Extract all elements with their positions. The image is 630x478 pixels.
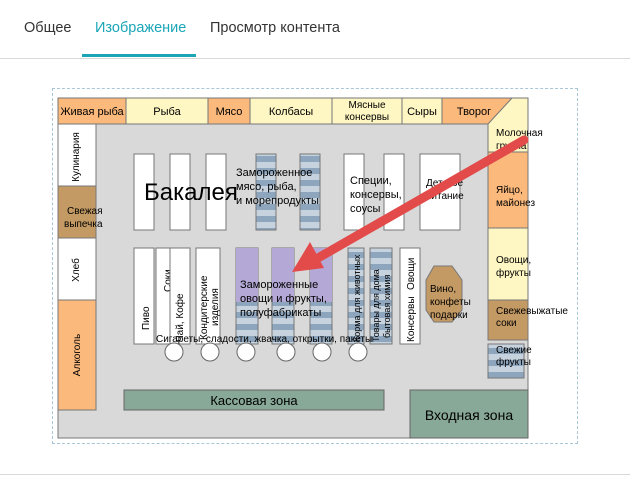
dept-canned-meat-line2: консервы — [345, 112, 389, 123]
dept-sausages: Колбасы — [269, 106, 313, 118]
dept-confectionery-line1: Кондитерские — [199, 275, 210, 340]
dept-grocery: Бакалея — [144, 179, 238, 206]
dept-confectionery-line2: изделия — [210, 288, 221, 326]
image-canvas — [52, 88, 578, 444]
dept-fish: Рыба — [153, 106, 181, 118]
dept-wine-line3: подарки — [430, 310, 468, 321]
dept-alcohol: Алкоголь — [72, 334, 83, 376]
dept-vegetables-line1: Овощи, — [496, 255, 531, 266]
pointer-arrow — [292, 135, 529, 272]
dept-canned-meat-line1: Мясные — [348, 100, 385, 111]
dept-cheese: Сыры — [407, 106, 437, 118]
dept-wine-line2: конфеты — [430, 296, 471, 308]
dept-juices: Соки — [163, 269, 174, 292]
left-column-departments: Кулинария Свежая выпечка Хлеб Алкоголь — [57, 123, 103, 411]
checkout-zone: Кассовая зона — [210, 393, 298, 408]
dept-fresh-fruit-line1: Свежие — [496, 345, 532, 356]
dept-live-fish: Живая рыба — [60, 106, 124, 118]
dept-frozen-meat-line2: мясо, рыба, — [236, 181, 297, 193]
dept-tea-coffee: Чай, Кофе — [174, 293, 186, 342]
dept-eggs-line2: майонез — [496, 198, 535, 209]
tab-image[interactable]: Изображение — [95, 20, 187, 36]
dept-deli: Кулинария — [71, 132, 82, 182]
dept-fresh-juice-line2: соки — [496, 318, 517, 329]
dept-beer: Пиво — [141, 306, 152, 330]
dept-spices-line1: Специи, — [350, 175, 392, 187]
dept-bakery-line2: выпечка — [64, 219, 103, 230]
dept-pet-food: Корма для животных — [352, 254, 362, 342]
tab-bar: Общее Изображение Просмотр контента — [0, 0, 630, 59]
tab-general[interactable]: Общее — [24, 20, 72, 36]
lower-shelves: Пиво Соки Чай, Кофе Кондитерские изделия… — [133, 247, 471, 345]
dept-frozen-veg-line1: Замороженные — [240, 279, 318, 291]
dept-cottage-cheese: Творог — [457, 106, 491, 118]
active-tab-indicator — [82, 54, 196, 57]
entrance-zone: Входная зона — [425, 407, 513, 423]
dept-frozen-meat-line1: Замороженное — [236, 167, 312, 179]
dept-vegetables-shelf: Овощи — [406, 258, 417, 290]
dept-frozen-veg-line3: полуфабрикаты — [240, 307, 321, 319]
tab-content-preview[interactable]: Просмотр контента — [210, 20, 340, 36]
dept-spices-line3: соусы — [350, 203, 380, 215]
bottom-divider — [0, 474, 630, 475]
dept-wine-line1: Вино, — [430, 284, 456, 295]
dept-household-line2: бытовая химия — [382, 275, 392, 338]
dept-frozen-veg-line2: овощи и фрукты, — [240, 293, 327, 305]
dept-eggs-line1: Яйцо, — [496, 185, 523, 196]
dept-bread: Хлеб — [70, 258, 82, 282]
dept-vegetables-line2: фрукты — [496, 267, 531, 279]
dept-bakery-line1: Свежая — [67, 206, 103, 217]
dept-baby-food-line2: питание — [426, 191, 464, 202]
dept-meat: Мясо — [216, 106, 243, 118]
top-row-departments: Живая рыба Рыба Мясо Колбасы Мясные конс… — [57, 97, 514, 125]
dept-household-line1: Товары для дома — [371, 269, 381, 342]
dept-spices-line2: консервы, — [350, 189, 402, 201]
checkout-area: Сигареты, сладости, жвачка, открытки, па… — [123, 334, 385, 411]
checkout-items-label: Сигареты, сладости, жвачка, открытки, па… — [156, 334, 372, 345]
dept-fresh-fruit-line2: фрукты — [496, 356, 531, 368]
upper-shelves: Бакалея Замороженное мясо, рыба, и мореп… — [133, 153, 464, 231]
dept-dairy-line1: Молочная — [496, 128, 543, 139]
entrance-zone-box — [409, 389, 529, 439]
dept-canned: Консервы — [406, 296, 417, 342]
dept-fresh-juice-line1: Свежевыжатые — [496, 306, 568, 317]
dept-frozen-meat-line3: и морепродукты — [236, 195, 319, 207]
